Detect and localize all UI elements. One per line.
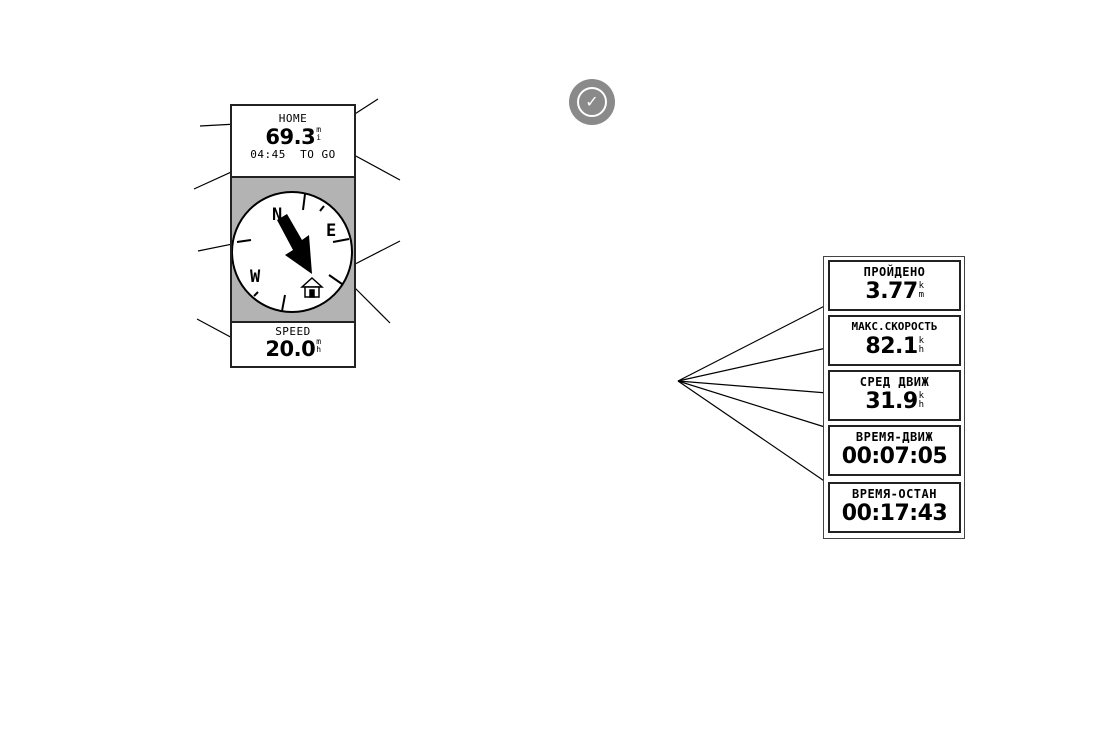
note-checkmark-icon: ✓	[569, 79, 615, 125]
leader-trip-5	[677, 380, 837, 490]
leader-compass-ring	[351, 284, 391, 324]
trip-field-value: 00:07:05	[841, 444, 948, 469]
trip-field-label: ПРОЙДЕНО	[863, 265, 926, 279]
compass-letter-north: N	[272, 205, 282, 225]
compass-letter-west: W	[250, 267, 261, 287]
compass-area: N E W	[231, 178, 354, 321]
destination-name: HOME	[278, 112, 308, 125]
trip-field-value: 82.1	[865, 334, 918, 359]
trip-field-stopped-time: ВРЕМЯ-ОСТАН 00:17:43	[828, 482, 961, 533]
trip-field-moving-time: ВРЕМЯ-ДВИЖ 00:07:05	[828, 425, 961, 476]
speed-label: SPEED	[275, 325, 311, 338]
checkmark-glyph: ✓	[585, 92, 599, 111]
distance-value: 69.3	[265, 125, 316, 149]
speed-value: 20.0	[265, 337, 316, 361]
compass-dial: N E W	[231, 191, 353, 313]
trip-field-label: МАКС.СКОРОСТЬ	[851, 320, 938, 333]
trip-field-label: ВРЕМЯ-ОСТАН	[852, 487, 937, 501]
trip-field-value: 3.77	[865, 279, 918, 304]
trip-field-label: ВРЕМЯ-ДВИЖ	[855, 430, 934, 444]
leader-trip-1	[677, 293, 849, 382]
leader-trip-4	[677, 380, 829, 429]
trip-field-value: 00:17:43	[841, 501, 948, 526]
leader-trip-2	[677, 344, 841, 382]
trip-field-label: СРЕД ДВИЖ	[859, 375, 930, 389]
time-to-go: 04:45 TO GO	[250, 148, 336, 161]
bearing-arrow-icon	[277, 214, 312, 274]
trip-field-value: 31.9	[865, 389, 918, 414]
compass-letter-east: E	[326, 221, 336, 241]
home-waypoint-icon	[300, 276, 324, 298]
